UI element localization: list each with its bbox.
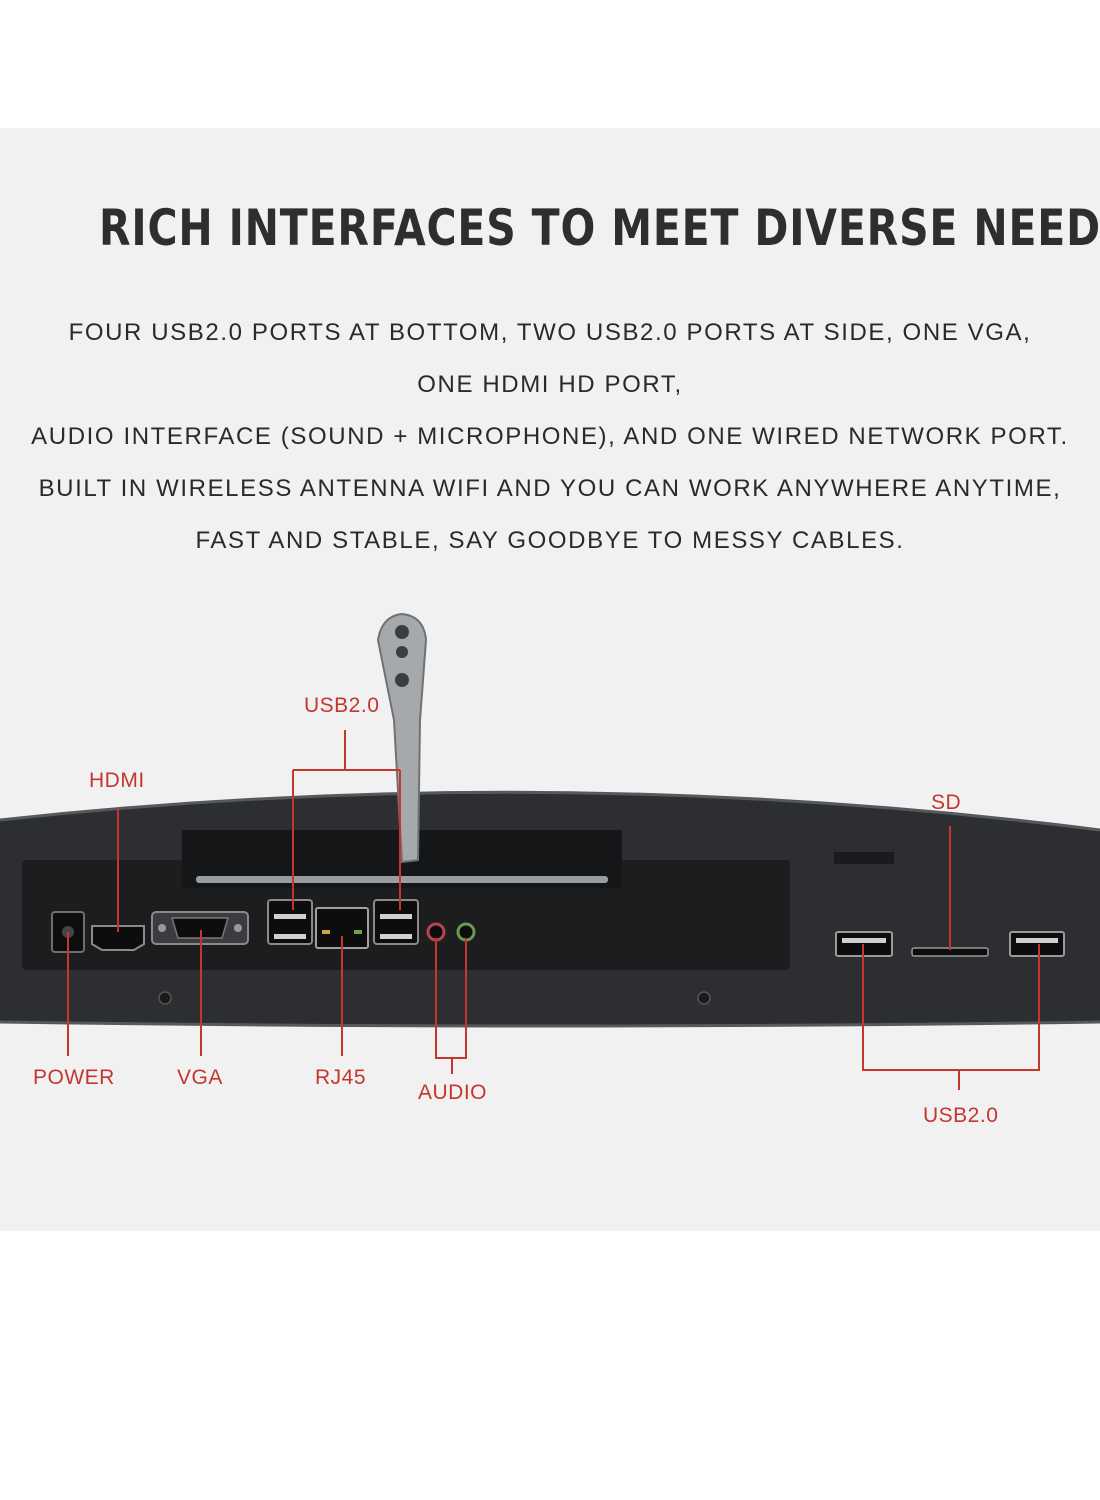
- stand-arm: [376, 612, 428, 864]
- callout-usb-side: [862, 944, 1040, 1090]
- label-usb-side: USB2.0: [923, 1104, 999, 1127]
- usb-tongue: [274, 914, 306, 919]
- monitor-ports-illustration: [0, 612, 1100, 1090]
- label-power: POWER: [33, 1066, 115, 1089]
- headline: RICH INTERFACES TO MEET DIVERSE NEEDS: [99, 199, 1100, 257]
- label-rj45: RJ45: [315, 1066, 367, 1089]
- usb-tongue: [380, 934, 412, 939]
- callout-usb-top: [292, 730, 401, 910]
- monitor-bottom-edge: [0, 1020, 1100, 1028]
- usb-port-stack-right: [373, 899, 419, 945]
- usb-port-stack-left: [267, 899, 313, 945]
- monitor-top-edge: [0, 790, 1100, 832]
- vga-connector: [170, 917, 230, 939]
- label-hdmi: HDMI: [89, 769, 145, 792]
- rj45-led: [322, 930, 330, 934]
- stand-bar: [196, 876, 608, 883]
- body-line-1: FOUR USB2.0 PORTS AT BOTTOM, TWO USB2.0 …: [68, 319, 1032, 346]
- screw-icon: [158, 991, 172, 1005]
- body-line-5: FAST AND STABLE, SAY GOODBYE TO MESSY CA…: [195, 527, 905, 554]
- audio-line-out-jack: [456, 922, 476, 942]
- label-usb-top: USB2.0: [304, 694, 380, 717]
- stand-hole: [395, 625, 409, 639]
- usb-tongue: [380, 914, 412, 919]
- label-vga: VGA: [177, 1066, 223, 1089]
- vent-grille: [834, 852, 894, 864]
- body-line-4: BUILT IN WIRELESS ANTENNA WIFI AND YOU C…: [38, 475, 1062, 502]
- stand-hole: [395, 673, 409, 687]
- screw-icon: [697, 991, 711, 1005]
- content-panel: [0, 128, 1100, 1231]
- vga-screw: [158, 924, 166, 932]
- audio-mic-jack: [426, 922, 446, 942]
- hdmi-port: [91, 925, 145, 951]
- usb-tongue: [274, 934, 306, 939]
- usb-tongue: [1016, 938, 1058, 943]
- callout-audio: [435, 938, 467, 1074]
- body-line-3: AUDIO INTERFACE (SOUND + MICROPHONE), AN…: [31, 423, 1069, 450]
- body-line-2: ONE HDMI HD PORT,: [417, 371, 683, 398]
- side-usb-port-right: [1009, 931, 1065, 957]
- rj45-led: [354, 930, 362, 934]
- vga-screw: [234, 924, 242, 932]
- label-sd: SD: [931, 791, 962, 814]
- usb-tongue: [842, 938, 886, 943]
- stand-hole: [396, 646, 408, 658]
- label-audio: AUDIO: [418, 1081, 488, 1104]
